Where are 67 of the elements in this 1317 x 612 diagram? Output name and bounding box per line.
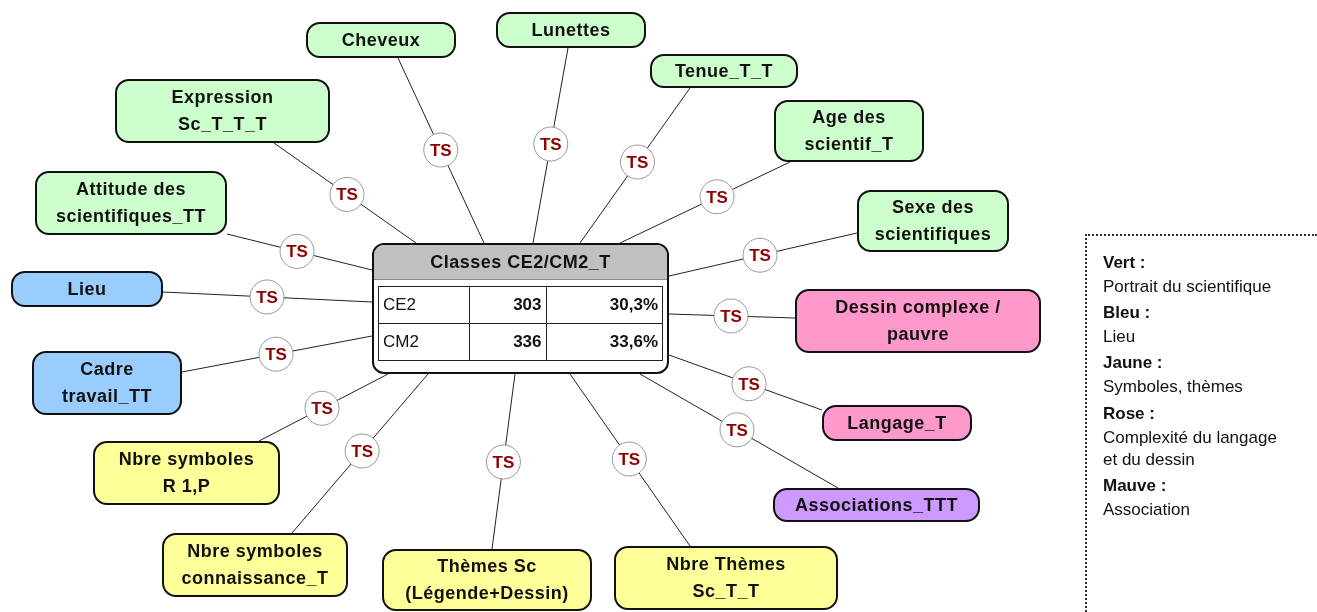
rounded-box: [32, 351, 182, 415]
node-label: Nbre symboles connaissance_T: [181, 540, 329, 590]
rounded-box: [382, 549, 592, 611]
edge-label: TS: [719, 412, 755, 448]
node-label: Nbre Thèmes Sc_T_T: [665, 553, 787, 603]
node-label: Cheveux: [341, 28, 421, 52]
edge-label: TS: [249, 279, 285, 315]
rounded-box: [650, 54, 798, 88]
node-label: Lieu: [67, 277, 107, 301]
legend-heading: Vert :: [1103, 252, 1147, 274]
node-label: Sexe des scientifiques: [874, 196, 992, 246]
edge-label: TS: [485, 444, 521, 480]
edge-label: TS: [611, 441, 647, 477]
legend-heading: Mauve :: [1103, 474, 1168, 497]
rounded-box: [496, 12, 646, 48]
edge-label: TS: [329, 176, 365, 212]
edge-label: TS: [304, 390, 340, 426]
table-cell: 303: [469, 286, 546, 324]
rounded-box: [162, 533, 348, 597]
node-label: Tenue_T_T: [674, 59, 774, 83]
legend-text: Association: [1103, 498, 1191, 521]
rounded-box: [822, 405, 972, 441]
edge-label: TS: [620, 144, 655, 180]
edge-label: TS: [742, 237, 778, 273]
rounded-box: [857, 190, 1009, 252]
edge-label: TS: [699, 179, 735, 215]
table-cell: CM2: [378, 323, 470, 361]
legend-heading: Bleu :: [1103, 302, 1152, 325]
rounded-box: [35, 171, 227, 235]
node-label: Lunettes: [531, 18, 611, 42]
node-label: Expression Sc_T_T_T: [170, 86, 275, 136]
table-node: [372, 243, 669, 374]
node-label: Attitude des scientifiques_TT: [55, 178, 207, 228]
node-label: Associations_TTT: [795, 493, 958, 517]
node-label: Thèmes Sc (Légende+Dessin): [404, 555, 570, 605]
edge-label: TS: [731, 366, 767, 402]
node-label: Dessin complexe / pauvre: [834, 296, 1002, 346]
table-cell: 336: [469, 323, 546, 361]
legend-text: Complexité du langage et du dessin: [1103, 426, 1278, 471]
legend-heading: Rose :: [1103, 402, 1156, 425]
table-cell: 33,6%: [546, 323, 663, 361]
edge-label: TS: [423, 132, 459, 168]
edge-label: TS: [713, 298, 749, 334]
legend-text: Portrait du scientifique: [1103, 276, 1273, 299]
node-label: Nbre symboles R 1,P: [117, 448, 256, 498]
legend-text: Lieu: [1103, 326, 1137, 349]
rounded-box: [614, 546, 838, 610]
rounded-box: [11, 271, 163, 307]
rounded-box: [306, 22, 456, 58]
edge-label: TS: [344, 433, 380, 469]
node-label: Age des scientif_T: [803, 106, 895, 156]
legend-heading: Jaune :: [1103, 352, 1164, 375]
node-label: Langage_T: [847, 411, 947, 435]
rounded-box: [93, 441, 280, 505]
legend-panel: [1085, 234, 1317, 612]
table-cell: CE2: [378, 286, 470, 324]
rounded-box: [773, 488, 980, 522]
edge-label: TS: [258, 336, 294, 372]
edge-label: TS: [533, 126, 569, 162]
edge-label: TS: [279, 233, 315, 269]
rounded-box: [795, 289, 1041, 353]
rounded-box: [115, 79, 330, 143]
legend-text: Symboles, thèmes: [1103, 376, 1244, 399]
table-cell: 30,3%: [546, 286, 663, 324]
table-header: Classes CE2/CM2_T: [374, 245, 667, 280]
rounded-box: [774, 100, 924, 162]
node-label: Cadre travail_TT: [60, 358, 153, 408]
